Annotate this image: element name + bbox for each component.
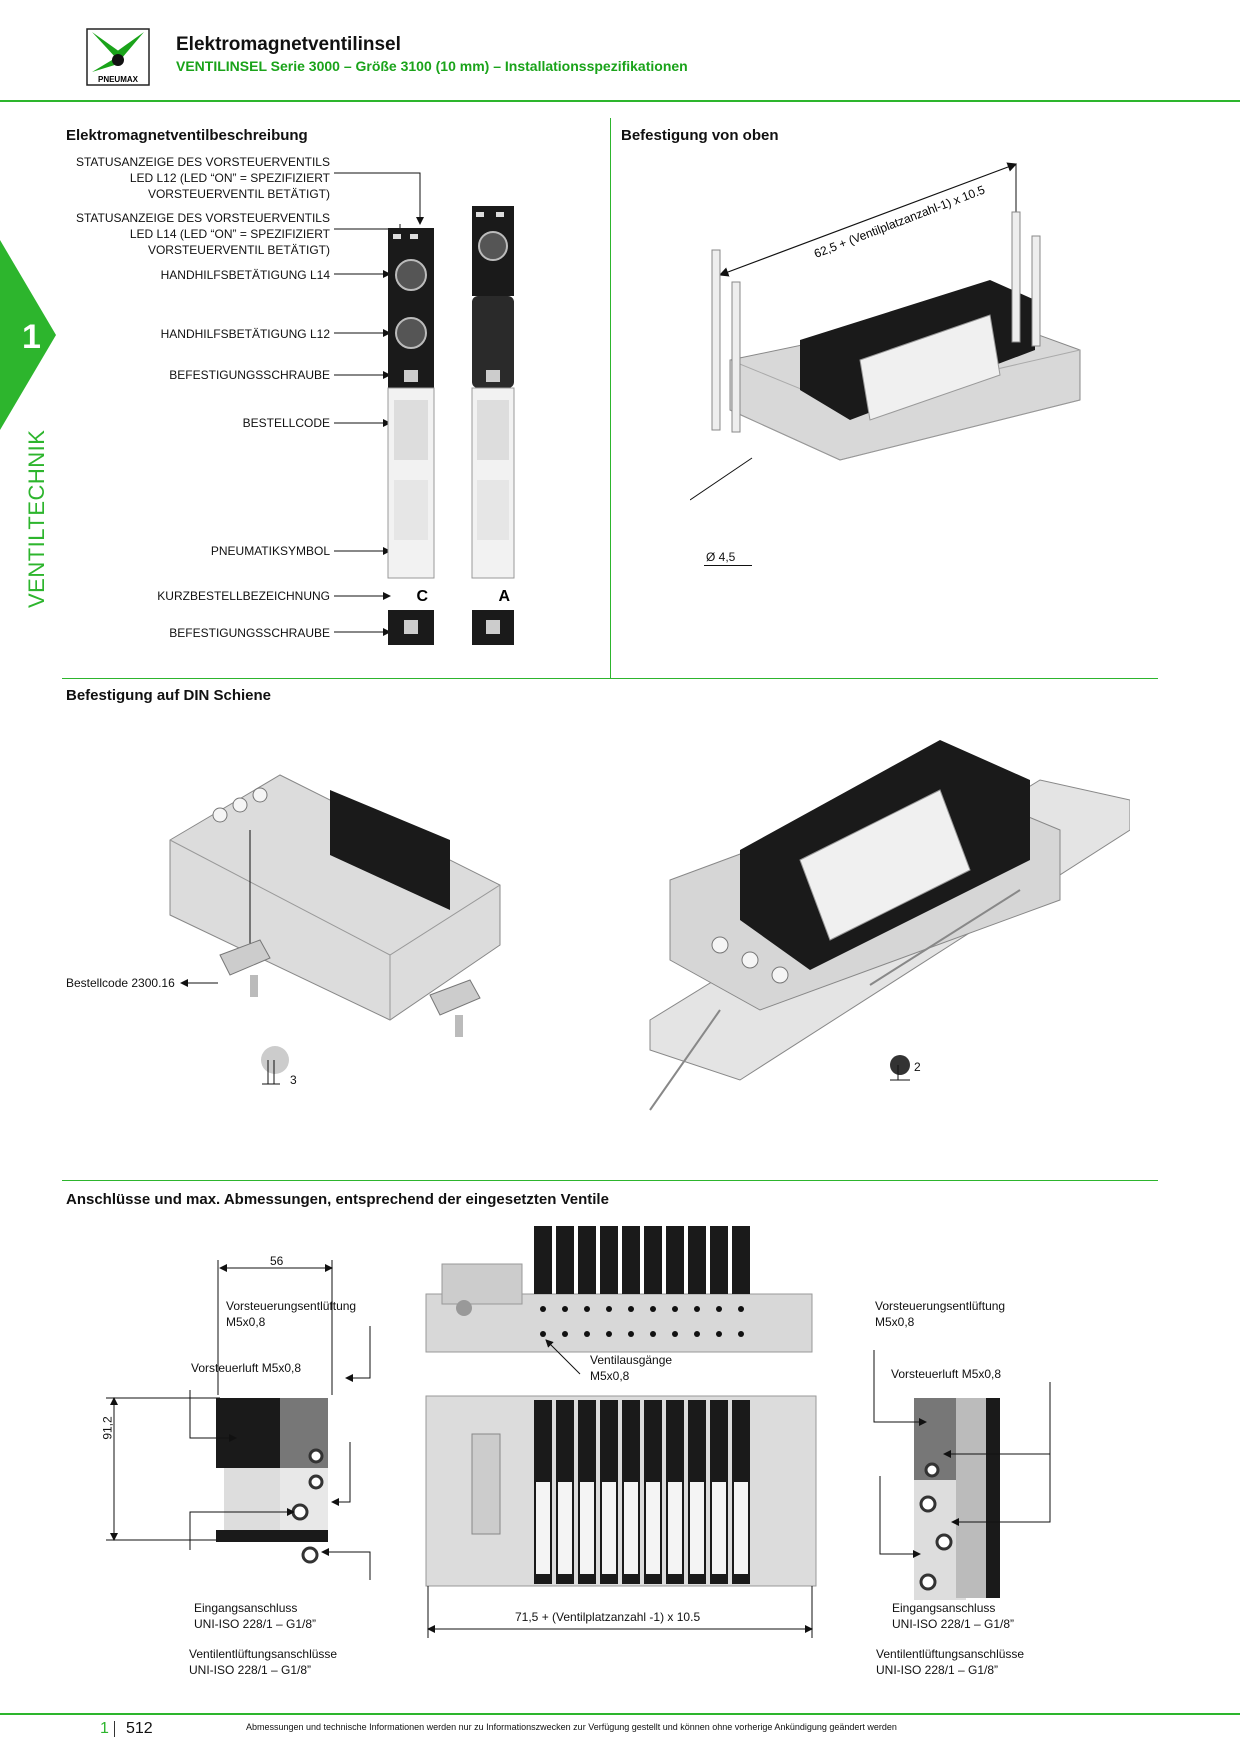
left-pilot-exhaust-label: Vorsteuerungsentlüftung M5x0,8 (226, 1299, 357, 1329)
company-logo: PNEUMAX (86, 28, 150, 86)
right-inlet-label: Eingangsanschluss UNI-ISO 228/1 – G1/8” (892, 1601, 1015, 1631)
din-rail-underside-drawing (169, 774, 501, 1085)
valve-module-1: C (387, 228, 435, 645)
label-pneumatic-symbol: PNEUMATIKSYMBOL (210, 544, 330, 558)
torque-value-1: 3 (290, 1073, 297, 1087)
label-fixing-screw-bottom: BEFESTIGUNGSSCHRAUBE (169, 626, 330, 640)
torque-value-2: 2 (914, 1060, 921, 1074)
left-inlet-label: Eingangsanschluss UNI-ISO 228/1 – G1/8” (194, 1601, 317, 1631)
section-title-top-mounting: Befestigung von oben (621, 127, 779, 144)
section-rule-2 (62, 1180, 1158, 1181)
valve-description-drawing: C A (334, 172, 515, 645)
label-manual-l14: HANDHILFSBETÄTIGUNG L14 (160, 268, 330, 282)
right-side-view (873, 1350, 1051, 1600)
hole-label-underline (704, 565, 752, 566)
din-rail-mounted-drawing (649, 740, 1130, 1111)
chapter-label: VENTILTECHNIK (24, 429, 49, 608)
left-dim-912: 91,2 (100, 1416, 115, 1440)
left-side-view (106, 1260, 371, 1580)
label-order-code: BESTELLCODE (242, 416, 330, 430)
page-subtitle: VENTILINSEL Serie 3000 – Größe 3100 (10 … (176, 58, 688, 74)
order-code-arrow (180, 979, 218, 987)
top-mounting-drawing: 62,5 + (Ventilplatzanzahl-1) x 10.5 (690, 162, 1081, 501)
logo-text: PNEUMAX (98, 75, 139, 84)
center-front-top-view (425, 1226, 817, 1638)
hole-diameter-label: Ø 4,5 (706, 550, 736, 564)
valve2-letter: A (498, 588, 510, 605)
footer-rule (0, 1713, 1240, 1715)
label-manual-l12: HANDHILFSBETÄTIGUNG L12 (160, 327, 330, 341)
section-title-valve-description: Elektromagnetventilbeschreibung (66, 127, 308, 144)
footer-chapter: 1 (100, 1720, 109, 1737)
top-dim-label: 62,5 + (Ventilplatzanzahl-1) x 10.5 (812, 182, 987, 260)
footer-page-number: 512 (126, 1720, 153, 1737)
label-led-l14: STATUSANZEIGE DES VORSTEUERVENTILS LED L… (75, 211, 330, 257)
left-pilot-air-label: Vorsteuerluft M5x0,8 (191, 1361, 302, 1375)
left-dim-56: 56 (270, 1254, 284, 1268)
chapter-tab (0, 240, 60, 430)
section-rule-1 (62, 678, 1158, 679)
page-title: Elektromagnetventilinsel (176, 34, 401, 55)
left-exhaust-label: Ventilentlüftungsanschlüsse UNI-ISO 228/… (189, 1647, 338, 1677)
label-led-l12: STATUSANZEIGE DES VORSTEUERVENTILS LED L… (75, 155, 330, 201)
footer-disclaimer: Abmessungen und technische Informationen… (246, 1722, 897, 1732)
section-title-din-rail: Befestigung auf DIN Schiene (66, 687, 272, 704)
header-rule (0, 100, 1240, 102)
footer-separator (114, 1721, 115, 1737)
valve-module-2: A (471, 206, 515, 645)
center-dim-label: 71,5 + (Ventilplatzanzahl -1) x 10.5 (515, 1610, 701, 1624)
chapter-number: 1 (22, 318, 41, 356)
label-short-code: KURZBESTELLBEZEICHNUNG (157, 589, 330, 603)
din-clip-order-code: Bestellcode 2300.16 (66, 976, 175, 990)
right-pilot-air-label: Vorsteuerluft M5x0,8 (891, 1367, 1002, 1381)
valve-outputs-label: Ventilausgänge M5x0,8 (590, 1353, 673, 1383)
label-fixing-screw-top: BEFESTIGUNGSSCHRAUBE (169, 368, 330, 382)
right-exhaust-label: Ventilentlüftungsanschlüsse UNI-ISO 228/… (876, 1647, 1025, 1677)
vertical-divider (610, 118, 611, 678)
valve1-letter: C (416, 588, 428, 605)
right-pilot-exhaust-label: Vorsteuerungsentlüftung M5x0,8 (875, 1299, 1006, 1329)
section-title-connections: Anschlüsse und max. Abmessungen, entspre… (66, 1191, 609, 1208)
